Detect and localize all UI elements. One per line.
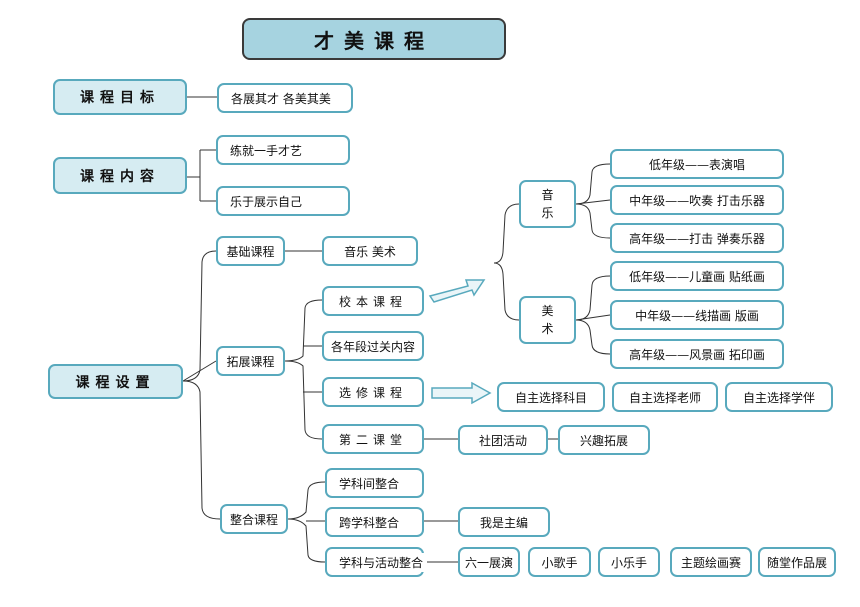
second-classroom-label: 第二课堂: [334, 429, 411, 449]
music-label-char: 音: [541, 188, 554, 202]
music-label-char: 乐: [541, 206, 554, 220]
art-item: 高年级——风景画 拓印画: [625, 344, 769, 364]
elective-item: 自主选择科目: [510, 387, 591, 407]
basic-course-item: 音乐 美术: [340, 241, 400, 261]
cross-item-box: 我是主编: [458, 507, 550, 537]
grade-content-box: 各年段过关内容: [322, 331, 424, 361]
activity-item: 小乐手: [606, 552, 651, 572]
integrate-course-box: 整合课程: [220, 504, 288, 534]
music-item-box: 中年级——吹奏 打击乐器: [610, 185, 784, 215]
activity-item: 小歌手: [537, 552, 582, 572]
activity-item-box: 六一展演: [458, 547, 520, 577]
elective-item: 自主选择老师: [624, 387, 705, 407]
activity-item: 随堂作品展: [762, 552, 831, 572]
setting-label: 课程设置: [75, 374, 156, 391]
activity-item-box: 主题绘画赛: [670, 547, 752, 577]
school-course-label: 校本课程: [334, 291, 411, 311]
second-item-box: 社团活动: [458, 425, 548, 455]
basic-course-box: 基础课程: [216, 236, 285, 266]
activity-item-box: 随堂作品展: [758, 547, 836, 577]
content-label-box: 课程内容: [53, 157, 187, 194]
music-box: 音 乐: [519, 180, 576, 228]
integrate-course-label: 整合课程: [225, 509, 282, 529]
integrate-item: 学科与活动整合: [335, 552, 428, 572]
goal-item: 各展其才 各美其美: [227, 88, 335, 108]
integrate-item: 跨学科整合: [335, 512, 404, 532]
art-label-char: 术: [541, 322, 554, 336]
expand-course-label: 拓展课程: [222, 351, 279, 371]
music-item: 中年级——吹奏 打击乐器: [625, 190, 769, 210]
elective-item: 自主选择学伴: [738, 387, 819, 407]
elective-item-box: 自主选择老师: [612, 382, 718, 412]
art-item-box: 中年级——线描画 版画: [610, 300, 784, 330]
goal-label-box: 课程目标: [53, 79, 187, 115]
art-item: 中年级——线描画 版画: [631, 305, 763, 325]
activity-item: 六一展演: [460, 552, 517, 572]
art-item: 低年级——儿童画 贴纸画: [625, 266, 769, 286]
content-item: 乐于展示自己: [226, 191, 307, 211]
activity-item-box: 小乐手: [598, 547, 660, 577]
basic-course-label: 基础课程: [222, 241, 279, 261]
elective-course-label: 选修课程: [334, 382, 411, 402]
goal-label: 课程目标: [80, 90, 160, 106]
art-item-box: 低年级——儿童画 贴纸画: [610, 261, 784, 291]
elective-item-box: 自主选择科目: [497, 382, 605, 412]
integrate-item-box: 学科与活动整合: [325, 547, 428, 577]
second-item-box: 兴趣拓展: [558, 425, 650, 455]
expand-course-box: 拓展课程: [216, 346, 285, 376]
content-item-box: 乐于展示自己: [216, 186, 350, 216]
integrate-item: 学科间整合: [335, 473, 404, 493]
art-item-box: 高年级——风景画 拓印画: [610, 339, 784, 369]
content-label: 课程内容: [80, 168, 160, 185]
integrate-item-box: 学科间整合: [325, 468, 424, 498]
activity-item: 主题绘画赛: [676, 552, 745, 572]
setting-label-box: 课程设置: [48, 364, 183, 399]
grade-content-label: 各年段过关内容: [326, 336, 419, 356]
activity-item-box: 小歌手: [528, 547, 591, 577]
elective-course-box: 选修课程: [322, 377, 424, 407]
elective-item-box: 自主选择学伴: [725, 382, 833, 412]
second-classroom-box: 第二课堂: [322, 424, 424, 454]
school-course-box: 校本课程: [322, 286, 424, 316]
goal-item-box: 各展其才 各美其美: [217, 83, 353, 113]
second-item: 社团活动: [474, 430, 531, 450]
second-item: 兴趣拓展: [575, 430, 632, 450]
music-item: 低年级——表演唱: [644, 154, 749, 174]
music-item-box: 低年级——表演唱: [610, 149, 784, 179]
cross-item: 我是主编: [475, 512, 532, 532]
basic-course-item-box: 音乐 美术: [322, 236, 418, 266]
page-title: 才美课程: [242, 18, 506, 60]
content-item-box: 练就一手才艺: [216, 135, 350, 165]
integrate-item-box: 跨学科整合: [325, 507, 424, 537]
content-item: 练就一手才艺: [226, 140, 307, 160]
music-item: 高年级——打击 弹奏乐器: [625, 228, 769, 248]
art-box: 美 术: [519, 296, 576, 344]
music-item-box: 高年级——打击 弹奏乐器: [610, 223, 784, 253]
art-label-char: 美: [541, 304, 554, 318]
